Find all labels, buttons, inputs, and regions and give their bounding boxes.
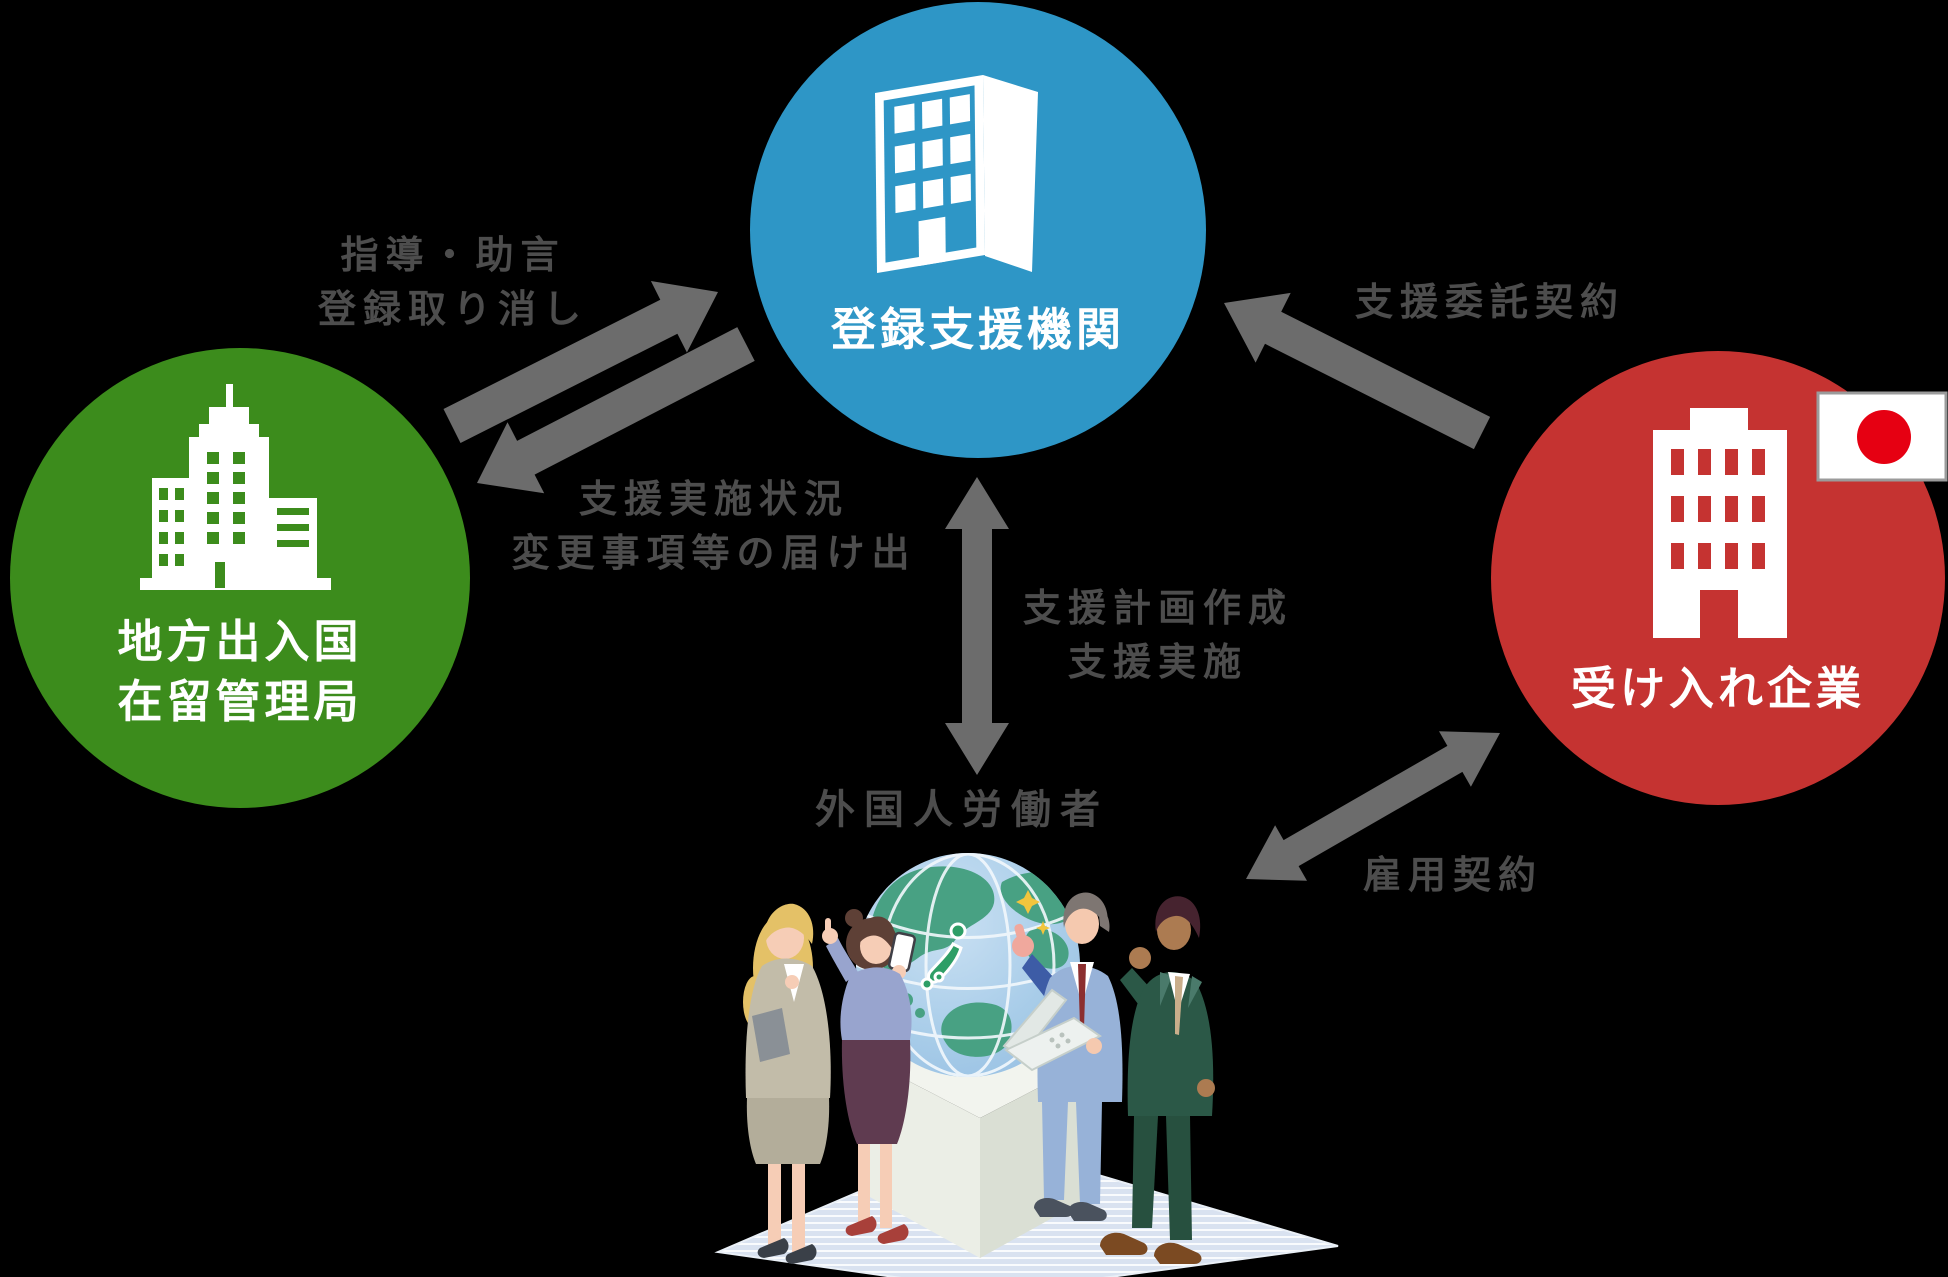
- immigration-bureau-label-line2: 在留管理局: [117, 676, 363, 727]
- workers-illustration: [714, 853, 1339, 1277]
- support-org-label: 登録支援機関: [830, 304, 1125, 355]
- report-label-line1: 支援実施状況: [578, 479, 850, 521]
- worker-woman-blonde: [743, 903, 831, 1264]
- guidance-label: 指導・助言 登録取り消し: [318, 229, 588, 337]
- report-label-line2: 変更事項等の届け出: [511, 533, 917, 575]
- worker-man-laptop: [1002, 892, 1123, 1221]
- foreign-workers-label: 外国人労働者: [815, 788, 1109, 832]
- report-label: 支援実施状況 変更事項等の届け出: [511, 473, 916, 581]
- arrows-layer: [443, 281, 1500, 881]
- support-plan-label-line2: 支援実施: [1067, 642, 1249, 684]
- arrow-report-to-bureau: [477, 327, 755, 494]
- immigration-building-icon: [140, 384, 331, 590]
- support-plan-label-line1: 支援計画作成: [1022, 588, 1294, 630]
- accepting-company-label: 受け入れ企業: [1570, 663, 1865, 714]
- consignment-label: 支援委託契約: [1354, 282, 1626, 324]
- arrow-consignment-to-support-org: [1224, 292, 1491, 450]
- arrow-support-plan-to-workers: [945, 477, 1009, 775]
- worker-woman-phone: [822, 909, 917, 1244]
- arrow-employment-contract: [1246, 731, 1500, 881]
- support-org-building-icon: [875, 74, 1038, 274]
- sparkle-icon: [1016, 890, 1050, 935]
- guidance-label-line1: 指導・助言: [340, 235, 566, 277]
- guidance-label-line2: 登録取り消し: [317, 289, 589, 331]
- support-plan-label: 支援計画作成 支援実施: [1023, 582, 1293, 690]
- worker-man-green-suit: [1100, 896, 1215, 1264]
- globe-icon: [856, 853, 1080, 1077]
- employment-label: 雇用契約: [1362, 855, 1544, 897]
- immigration-bureau-label-line1: 地方出入国: [117, 616, 363, 667]
- japan-flag-icon: [1816, 391, 1948, 482]
- arrow-guidance-to-support-org: [443, 281, 718, 443]
- company-building-icon: [1653, 408, 1787, 638]
- node-immigration-bureau: 地方出入国 在留管理局: [10, 348, 470, 808]
